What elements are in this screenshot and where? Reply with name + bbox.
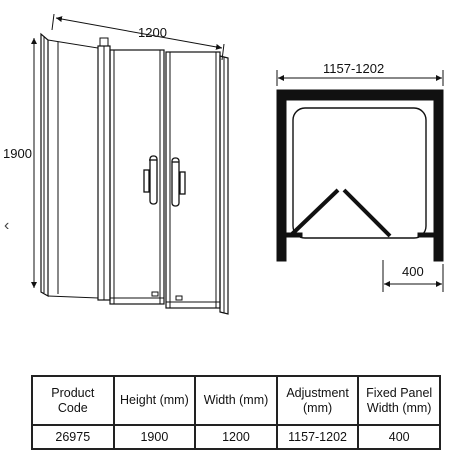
cell-fixed-panel-width: 400	[357, 424, 441, 450]
cell-height: 1900	[112, 424, 197, 450]
panel-width-label: 400	[402, 264, 424, 279]
plan-view	[276, 70, 444, 292]
header-fixed-panel-width: Fixed Panel Width (mm)	[357, 375, 441, 426]
plan-door-left	[288, 188, 340, 238]
cell-product-code: 26975	[31, 424, 115, 450]
right-door-leaf	[165, 51, 221, 309]
chevron-left-icon[interactable]: ‹	[4, 217, 10, 234]
plan-fixed-panel-right	[417, 232, 435, 238]
header-width: Width (mm)	[194, 375, 278, 426]
header-height: Height (mm)	[112, 375, 197, 426]
cell-width: 1200	[194, 424, 278, 450]
door-handle-left	[143, 155, 158, 205]
door-handle-right	[171, 157, 186, 207]
header-adjustment: Adjustment (mm)	[275, 375, 360, 426]
left-door-leaf	[109, 49, 165, 305]
spec-table: Product Code Height (mm) Width (mm) Adju…	[31, 375, 441, 450]
enclosure-walls	[276, 89, 444, 262]
table-header-row: Product Code Height (mm) Width (mm) Adju…	[31, 375, 441, 426]
height-label: 1900	[3, 146, 32, 161]
plan-door-right	[342, 188, 392, 238]
adjustment-label: 1157-1202	[323, 61, 384, 76]
width-dimension-line	[55, 16, 223, 50]
header-product-code: Product Code	[31, 375, 115, 426]
table-row: 26975 1900 1200 1157-1202 400	[31, 424, 441, 450]
cell-adjustment: 1157-1202	[275, 424, 360, 450]
front-elevation	[31, 13, 229, 315]
shower-tray	[292, 107, 427, 239]
fixed-panel	[47, 39, 99, 299]
width-label: 1200	[138, 25, 167, 40]
right-wall-profile	[219, 55, 229, 315]
